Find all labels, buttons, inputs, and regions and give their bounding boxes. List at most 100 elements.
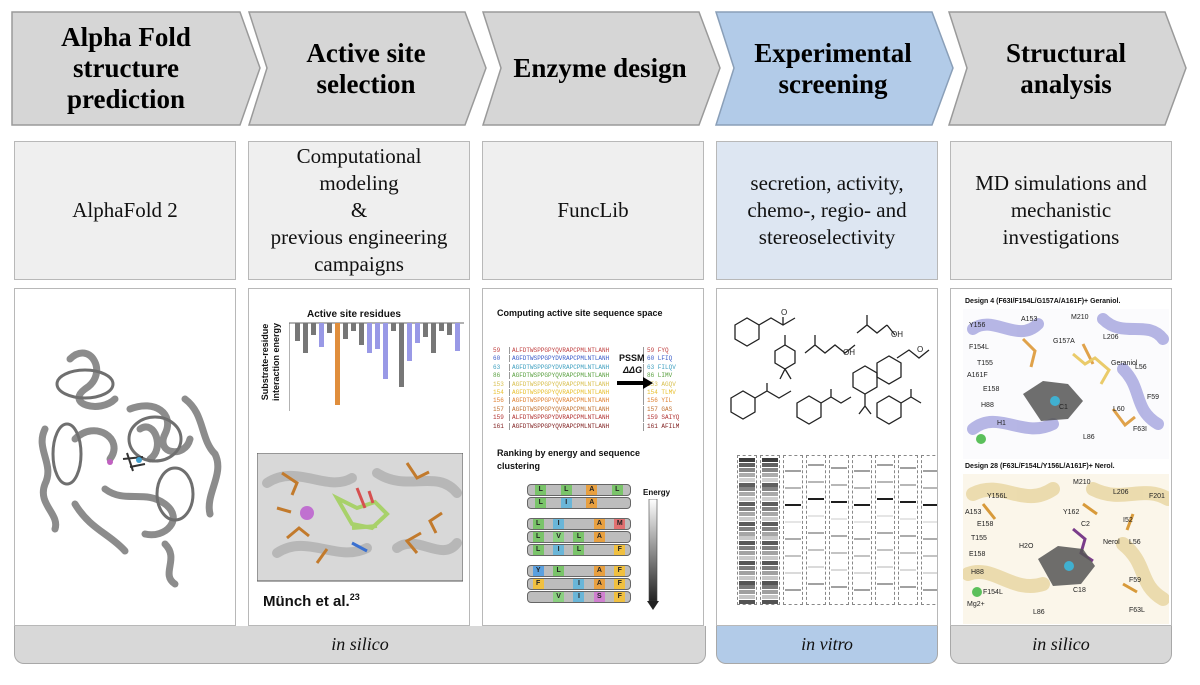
alignment-output: 86 LIMV — [643, 372, 672, 381]
chevron-shape — [11, 11, 261, 126]
subtitle-line: & — [350, 198, 368, 222]
residue-label: E158 — [969, 551, 985, 558]
screening-band — [877, 549, 893, 551]
residue-cell: M — [614, 519, 626, 529]
residue-cell: F — [614, 579, 626, 589]
svg-text:O: O — [781, 308, 787, 317]
alphafold-structure-panel — [14, 288, 236, 626]
residue-cell — [553, 579, 564, 589]
residue-cell — [614, 532, 625, 542]
screening-lane — [783, 455, 803, 605]
residue-cell: L — [611, 485, 623, 495]
alignment-position: 86 — [493, 372, 501, 380]
screening-band — [762, 511, 778, 516]
title-line: Experimental — [754, 37, 912, 68]
screening-band — [762, 575, 778, 580]
alignment-sequence: AGFDTWSPPGPYDVRAPCPMLNTLANH — [509, 355, 610, 363]
screening-band — [854, 504, 870, 506]
title-line: screening — [778, 68, 888, 99]
alignment-output: 154 TLMV — [643, 389, 676, 397]
screening-band — [762, 497, 778, 502]
screening-band — [785, 572, 801, 574]
step-3-title: Enzyme design — [499, 10, 701, 127]
residue-label: I52 — [1123, 517, 1133, 524]
screening-band — [877, 566, 893, 568]
title-line: selection — [316, 68, 416, 99]
screening-band — [762, 560, 778, 565]
residue-cell: L — [532, 532, 544, 542]
residue-label: C1 — [1059, 404, 1068, 411]
residue-cell: L — [560, 485, 572, 495]
residue-label: H2O — [1019, 543, 1034, 550]
screening-band — [785, 521, 801, 523]
residue-cell: L — [532, 519, 544, 529]
screening-band — [923, 504, 937, 506]
residue-cell: L — [532, 545, 544, 555]
screening-lane — [852, 455, 872, 605]
screening-band — [808, 583, 824, 585]
subtitle-line: Computational — [296, 144, 422, 168]
screening-band — [923, 589, 937, 591]
screening-band — [739, 556, 755, 560]
residue-bar — [431, 323, 436, 353]
screening-lane — [875, 455, 895, 605]
residue-label: F154L — [969, 344, 989, 351]
screening-band — [831, 518, 847, 520]
title-line: Alpha Fold — [61, 22, 191, 52]
residue-cell: A — [593, 566, 605, 576]
screening-band — [739, 551, 755, 556]
residue-cell: I — [560, 498, 572, 508]
residue-label: E158 — [977, 521, 993, 528]
screening-band — [831, 552, 847, 554]
right-arrow-icon — [617, 377, 653, 389]
alignment-sequence: AGFDTWSPPGPYDVRAPCPMLNTLANH — [509, 363, 610, 371]
residue-bar — [423, 323, 428, 337]
alignment-position: 153 — [493, 380, 504, 388]
screening-band — [877, 515, 893, 517]
screening-band — [762, 507, 778, 511]
residue-cell: S — [593, 592, 605, 602]
screening-band — [762, 565, 778, 570]
screening-band — [785, 504, 801, 506]
svg-text:OH: OH — [891, 330, 903, 339]
alignment-sequence: AGFDTWSPPGPYQVRAPCPMLNTLANH — [509, 397, 610, 405]
residue-label: Y162 — [1063, 509, 1079, 516]
alignment-output: 157 GAS — [643, 405, 672, 414]
screening-band — [762, 492, 778, 497]
alignment-position: 59 — [493, 347, 501, 354]
alignment-position: 161 — [493, 422, 504, 430]
screening-band — [831, 569, 847, 571]
in-vitro-footer: in vitro — [716, 626, 938, 664]
sequence-space-heading: Computing active site sequence space — [497, 308, 663, 318]
chevron-shape — [947, 11, 1187, 126]
screening-band — [877, 498, 893, 500]
screening-band — [739, 546, 755, 551]
residue-label: A153 — [1021, 316, 1037, 323]
residue-bar — [455, 323, 460, 351]
residue-cell: F — [614, 566, 626, 576]
residue-label: M210 — [1073, 479, 1091, 486]
screening-band — [739, 565, 755, 570]
alignment-sequence: AGFDTWSPPGPYQVRAPCPMLNTLANH — [509, 380, 610, 388]
residue-label: M210 — [1071, 314, 1089, 321]
screening-band — [762, 546, 778, 551]
screening-band — [785, 555, 801, 557]
screening-band — [762, 551, 778, 556]
screening-band — [762, 467, 778, 472]
subtitle-line: AlphaFold 2 — [72, 198, 178, 222]
residue-cell: I — [553, 545, 565, 555]
residue-chart-title: Active site residues — [307, 309, 401, 320]
screening-band — [739, 472, 755, 477]
screening-band — [785, 487, 801, 489]
subtitle-line: mechanistic — [1010, 198, 1112, 222]
screening-band — [739, 590, 755, 595]
